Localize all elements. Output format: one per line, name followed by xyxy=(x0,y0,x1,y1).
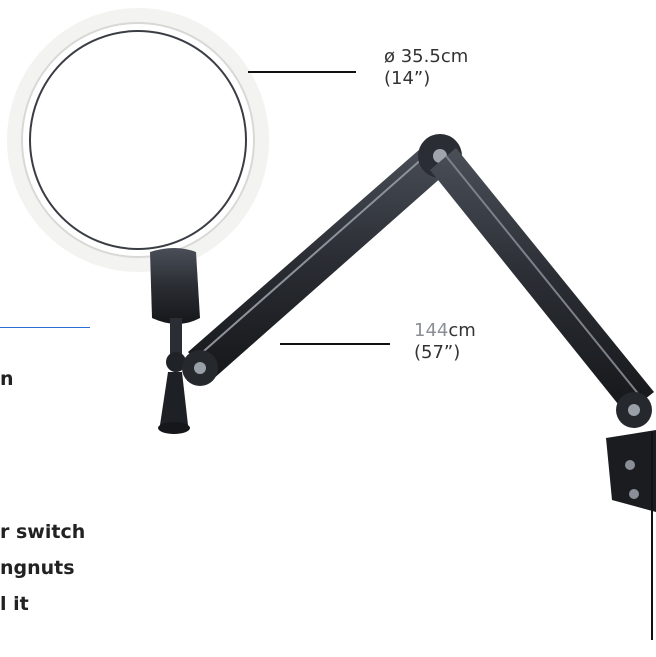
length-leader-line xyxy=(280,343,390,345)
length-imperial: (57”) xyxy=(414,342,461,363)
length-number: 144 xyxy=(414,320,449,341)
length-label: 144cm (57”) xyxy=(414,320,476,364)
lower-arm xyxy=(182,142,452,386)
length-unit: cm xyxy=(448,320,476,341)
ring-mount xyxy=(150,248,200,434)
diameter-imperial: (14”) xyxy=(384,68,431,89)
left-text-fragment: l it xyxy=(0,593,29,615)
diameter-label: ø 35.5cm (14”) xyxy=(384,46,468,90)
left-text-fragment: n xyxy=(0,368,14,390)
diameter-metric: ø 35.5cm xyxy=(384,46,469,67)
upper-arm xyxy=(430,148,654,428)
length-metric: 144cm xyxy=(414,320,476,342)
wall-clamp xyxy=(606,430,656,640)
accent-rule xyxy=(0,327,90,328)
left-text-fragment: r switch xyxy=(0,521,86,543)
diameter-leader-line xyxy=(248,71,356,73)
left-text-fragment: ngnuts xyxy=(0,557,75,579)
ring-light xyxy=(7,8,269,272)
